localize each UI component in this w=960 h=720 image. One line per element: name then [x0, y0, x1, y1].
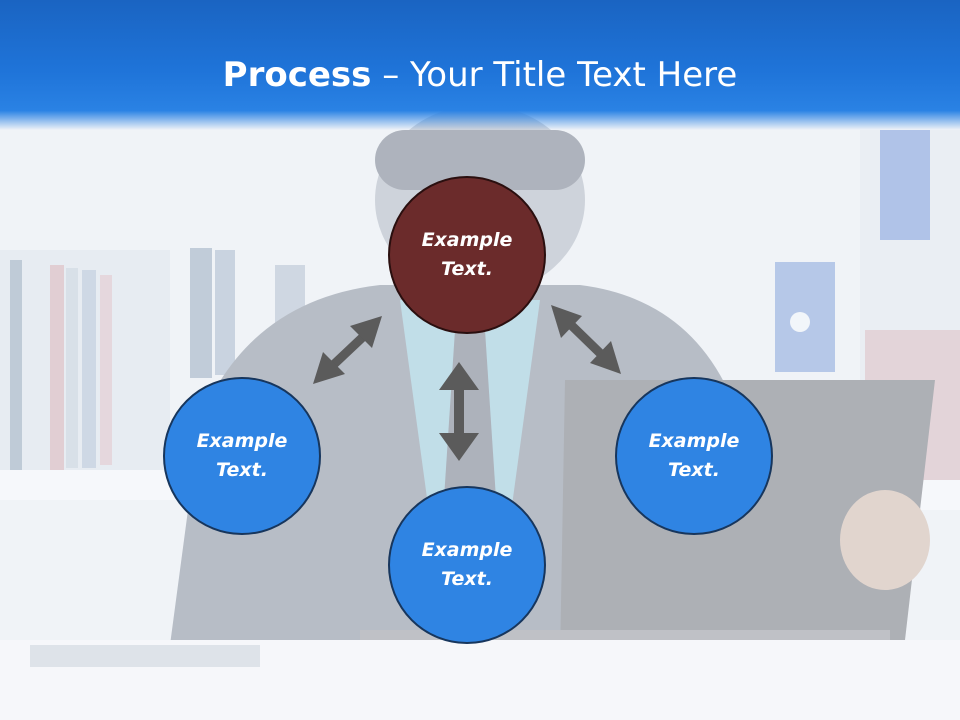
- title-rest: Your Title Text Here: [410, 55, 738, 95]
- process-node-top: Example Text.: [388, 176, 546, 334]
- node-left-text: Example Text.: [196, 430, 288, 481]
- node-top-text: Example Text.: [421, 229, 513, 280]
- arrow-top-right: [551, 305, 621, 374]
- process-node-left: Example Text.: [163, 377, 321, 535]
- title-dash: –: [371, 55, 411, 95]
- node-right-text: Example Text.: [648, 430, 740, 481]
- process-node-bottom: Example Text.: [388, 486, 546, 644]
- title-bold: Process: [222, 55, 372, 95]
- arrow-top-left: [313, 316, 382, 384]
- node-bottom-text: Example Text.: [421, 539, 513, 590]
- process-node-right: Example Text.: [615, 377, 773, 535]
- arrow-vertical: [439, 362, 479, 461]
- title-bar: [0, 0, 960, 130]
- slide-title: Process – Your Title Text Here: [0, 54, 960, 96]
